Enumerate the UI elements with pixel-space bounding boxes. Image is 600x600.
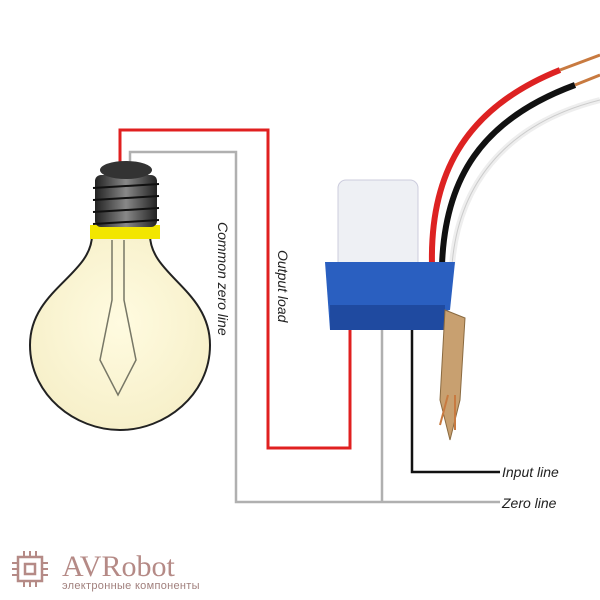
photo-sensor-switch: [325, 179, 466, 441]
common-zero-wire: [128, 150, 500, 504]
label-output-load: Output load: [275, 250, 291, 324]
logo-title: AVRobot: [62, 550, 175, 583]
label-common-zero-line: Common zero line: [215, 222, 231, 336]
label-input-line: Input line: [502, 464, 559, 480]
chip-logo-icon: [12, 551, 48, 587]
label-zero-line: Zero line: [501, 495, 557, 511]
sensor-lead-wires: [428, 53, 600, 266]
output-load-wire: [118, 128, 352, 450]
light-bulb: [28, 161, 212, 432]
logo-subtitle: электронные компоненты: [62, 580, 200, 592]
input-wire: [410, 330, 500, 474]
